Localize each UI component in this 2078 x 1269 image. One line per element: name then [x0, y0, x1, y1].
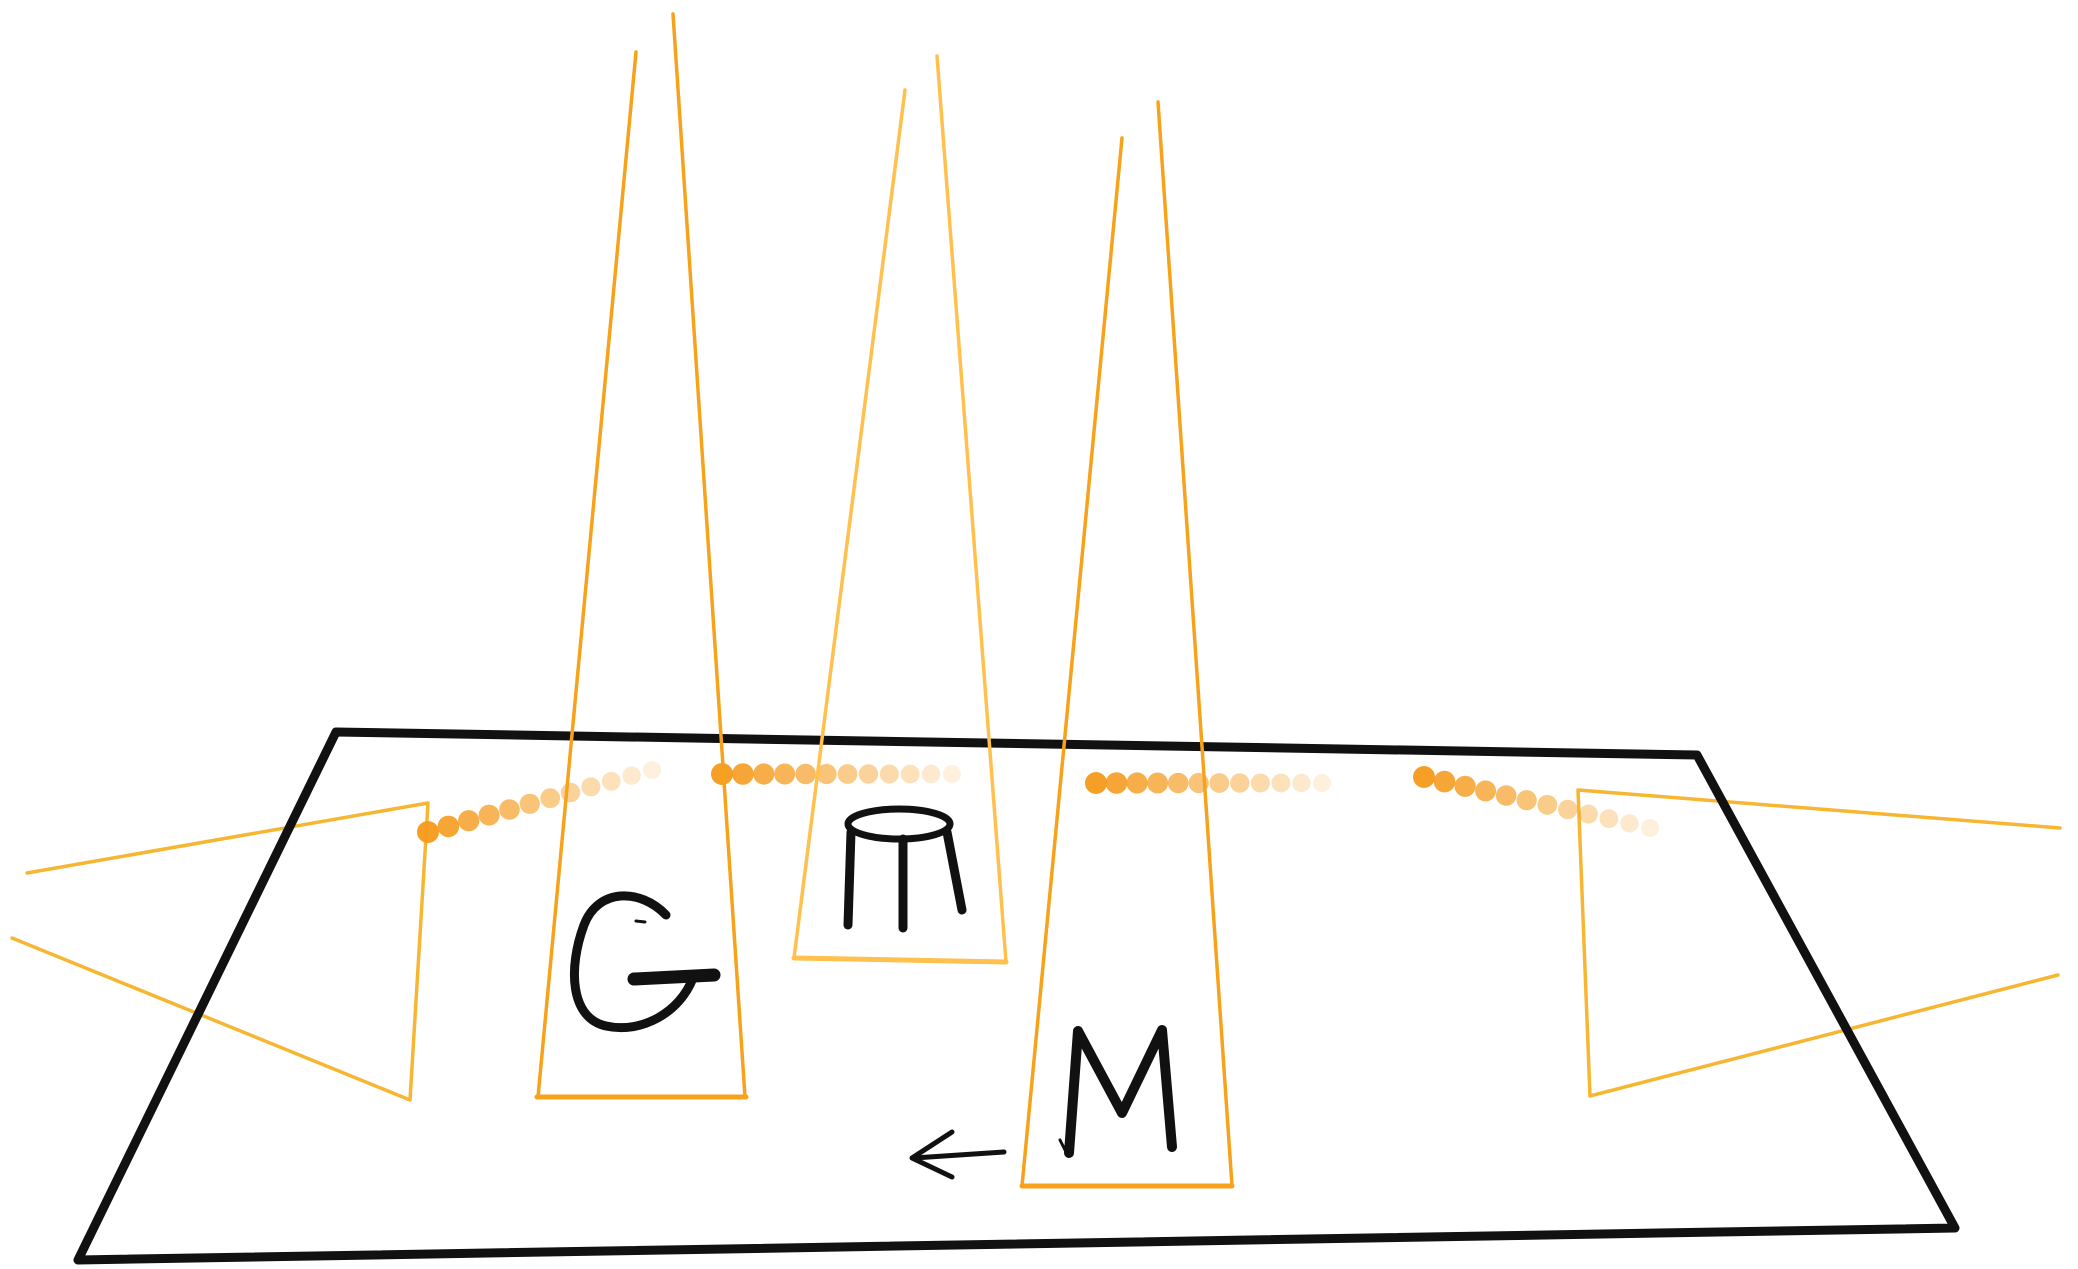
light-dot	[601, 771, 621, 791]
spotlight-beam-g	[534, 12, 749, 1100]
light-dot	[581, 777, 601, 797]
dot-row-center-right	[1085, 772, 1331, 794]
light-dot	[1495, 785, 1517, 806]
arrow-left-icon	[909, 1129, 1007, 1180]
light-dot	[1516, 790, 1537, 811]
light-dot	[437, 815, 460, 838]
light-dot	[795, 763, 816, 785]
light-dot	[540, 788, 561, 809]
light-dot	[1147, 772, 1169, 794]
dot-row-right	[1413, 766, 1659, 837]
spotlight-beam-stool	[791, 54, 1009, 965]
marker-m: M	[1058, 1025, 1177, 1158]
light-dot	[1413, 766, 1435, 788]
floor-plane	[73, 727, 1960, 1265]
light-dot	[858, 764, 879, 784]
dot-row-center-left	[711, 763, 961, 785]
side-beam-left	[10, 801, 430, 1102]
marker-g: G	[570, 891, 721, 1032]
light-dot	[1209, 773, 1230, 793]
light-dot	[560, 782, 581, 803]
light-dot	[1230, 773, 1250, 793]
light-dot	[732, 763, 754, 785]
light-dot	[753, 763, 775, 785]
light-dot	[622, 766, 641, 785]
spotlight-beam-m	[1019, 100, 1235, 1189]
light-dot	[1578, 804, 1598, 824]
light-dot	[1167, 772, 1189, 794]
stool-icon	[843, 805, 967, 933]
light-dot	[900, 764, 920, 784]
light-dot	[458, 810, 480, 832]
light-dot	[478, 804, 500, 826]
light-dot	[499, 799, 520, 820]
side-beam-right	[1576, 788, 2062, 1098]
light-dot	[1085, 772, 1107, 794]
light-dot	[1271, 773, 1291, 793]
light-dot	[1454, 775, 1476, 797]
light-dot	[1250, 773, 1270, 793]
light-dot	[1126, 772, 1148, 794]
light-dot	[837, 764, 858, 784]
light-dot	[816, 763, 837, 785]
light-dot	[519, 793, 540, 814]
light-dot	[1641, 819, 1659, 837]
light-dot	[1433, 770, 1456, 793]
light-dot	[1599, 809, 1619, 829]
light-dot	[417, 821, 439, 843]
dot-row-left	[417, 761, 661, 843]
light-dot	[1537, 794, 1558, 815]
light-dot	[943, 765, 961, 783]
light-dot	[1313, 774, 1331, 792]
light-dot	[774, 763, 796, 785]
light-dot	[1105, 772, 1128, 794]
light-dot	[879, 764, 899, 784]
light-dot	[1292, 773, 1311, 793]
light-dot	[1620, 814, 1639, 833]
light-dot	[643, 761, 661, 779]
light-dot	[921, 764, 941, 784]
light-dot	[1558, 799, 1578, 820]
light-dot	[1475, 780, 1497, 802]
